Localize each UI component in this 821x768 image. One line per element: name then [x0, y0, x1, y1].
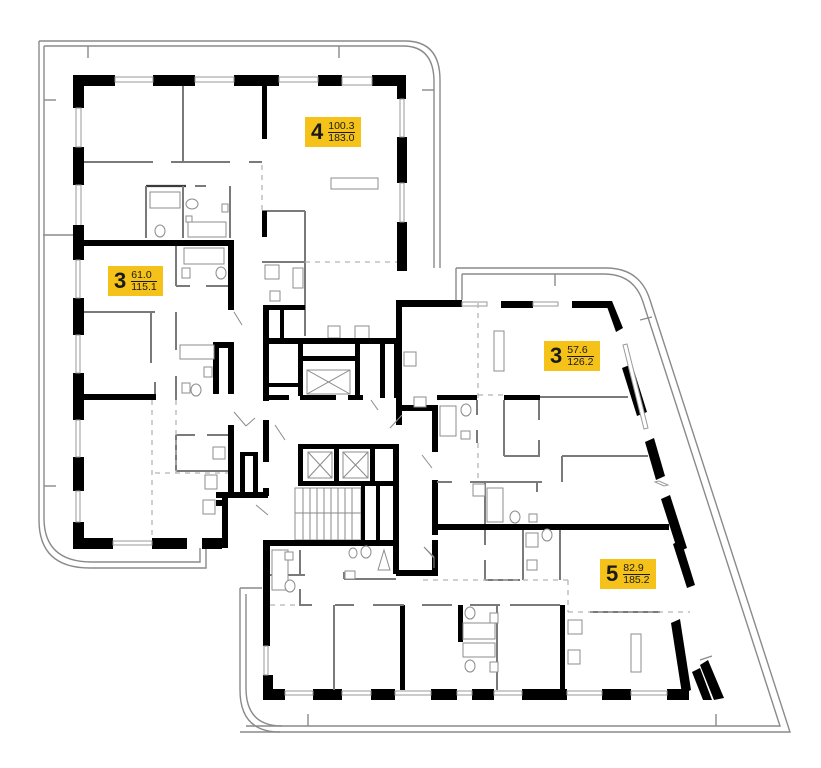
apartment-bottom-walls — [263, 528, 724, 700]
apartment-label-bottom[interactable]: 5 82.9 185.2 — [600, 559, 656, 589]
total-area: 115.1 — [131, 280, 157, 293]
outer-contour — [38, 40, 791, 733]
living-area: 61.0 — [131, 269, 157, 282]
living-area: 82.9 — [623, 562, 650, 575]
apartment-right-walls — [400, 300, 687, 552]
terrace-ticks — [43, 46, 717, 726]
area-values: 57.6 126.2 — [567, 344, 594, 368]
area-values: 100.3 183.0 — [328, 119, 355, 144]
apartment-label-right[interactable]: 3 57.6 126.2 — [544, 341, 600, 371]
room-count: 3 — [114, 268, 127, 293]
living-area: 100.3 — [328, 119, 355, 133]
apartment-label-left[interactable]: 3 61.0 115.1 — [108, 266, 163, 296]
apartment-left-walls — [73, 225, 234, 549]
area-values: 82.9 185.2 — [623, 562, 650, 586]
apartment-top-walls — [73, 75, 407, 341]
total-area: 183.0 — [328, 131, 355, 144]
total-area: 126.2 — [567, 355, 594, 368]
living-area: 57.6 — [567, 344, 594, 357]
apartment-label-top[interactable]: 4 100.3 183.0 — [305, 117, 361, 147]
central-core — [216, 300, 438, 576]
total-area: 185.2 — [623, 573, 650, 586]
room-count: 4 — [311, 119, 324, 144]
room-count: 3 — [550, 343, 563, 368]
staircase — [294, 487, 362, 541]
room-count: 5 — [606, 561, 619, 586]
area-values: 61.0 115.1 — [131, 269, 157, 293]
